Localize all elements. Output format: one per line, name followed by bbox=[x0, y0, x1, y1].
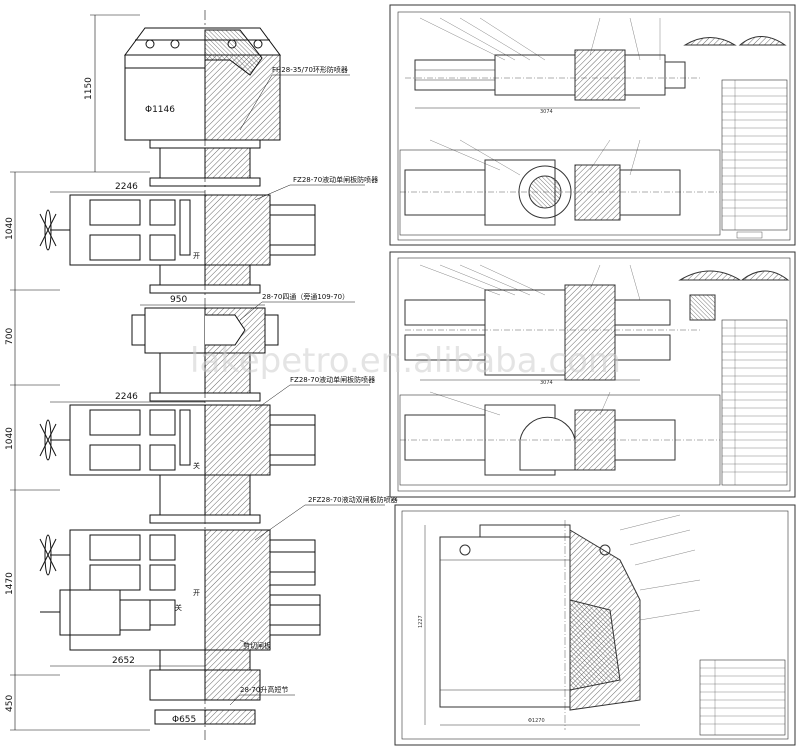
single-ram-bop-1 bbox=[39, 177, 316, 266]
sheet-3 bbox=[394, 504, 796, 746]
watermark: lakepetro.en.alibaba.com bbox=[190, 341, 621, 381]
mark-2: 关 bbox=[193, 461, 200, 470]
sheet-2 bbox=[389, 251, 796, 498]
dim-phi655: Φ655 bbox=[172, 715, 196, 725]
dim-1040-b: 1040 bbox=[5, 427, 15, 450]
dim-1470: 1470 bbox=[5, 572, 15, 595]
sheet-1 bbox=[389, 4, 796, 246]
annular-label: FH28-35/70环形防喷器 bbox=[272, 65, 348, 74]
bop2-label: FZ28-70液动单闸板防喷器 bbox=[290, 375, 375, 384]
dim-450: 450 bbox=[5, 695, 15, 712]
sheet3-dim-v: 1227 bbox=[418, 615, 424, 628]
dim-2652: 2652 bbox=[112, 656, 135, 666]
dim-2246-b: 2246 bbox=[115, 392, 138, 402]
left-labels: FH28-35/70环形防喷器 FZ28-70液动单闸板防喷器 28-70四通（… bbox=[5, 65, 398, 725]
left-elevation bbox=[10, 10, 385, 740]
dim-950: 950 bbox=[170, 295, 187, 305]
sheet1-dim: 3074 bbox=[540, 109, 553, 115]
sheet2-dim: 3074 bbox=[540, 380, 553, 386]
mark-1: 开 bbox=[193, 252, 200, 260]
dim-700: 700 bbox=[5, 328, 15, 345]
mark-4: 关 bbox=[175, 603, 182, 612]
dim-2246-a: 2246 bbox=[115, 182, 138, 192]
mark-3: 开 bbox=[193, 589, 200, 597]
double-bop-label: 2FZ28-70液动双闸板防喷器 bbox=[308, 495, 398, 504]
bop1-label: FZ28-70液动单闸板防喷器 bbox=[293, 175, 378, 184]
spool-label: 28-70四通（旁通109-70） bbox=[262, 292, 349, 301]
annular-preventer bbox=[124, 27, 281, 141]
riser-label: 28-70升高短节 bbox=[240, 685, 288, 694]
dim-1040-a: 1040 bbox=[5, 217, 15, 240]
double-ram-bop bbox=[39, 514, 321, 651]
sheet3-dim-h: Φ1270 bbox=[528, 718, 545, 724]
drilling-spool bbox=[131, 284, 279, 354]
shear-ram-label: 剪切闸板 bbox=[243, 641, 271, 650]
single-ram-bop-2 bbox=[39, 392, 316, 476]
dim-phi1146: Φ1146 bbox=[145, 105, 175, 115]
dim-1150: 1150 bbox=[84, 77, 94, 100]
